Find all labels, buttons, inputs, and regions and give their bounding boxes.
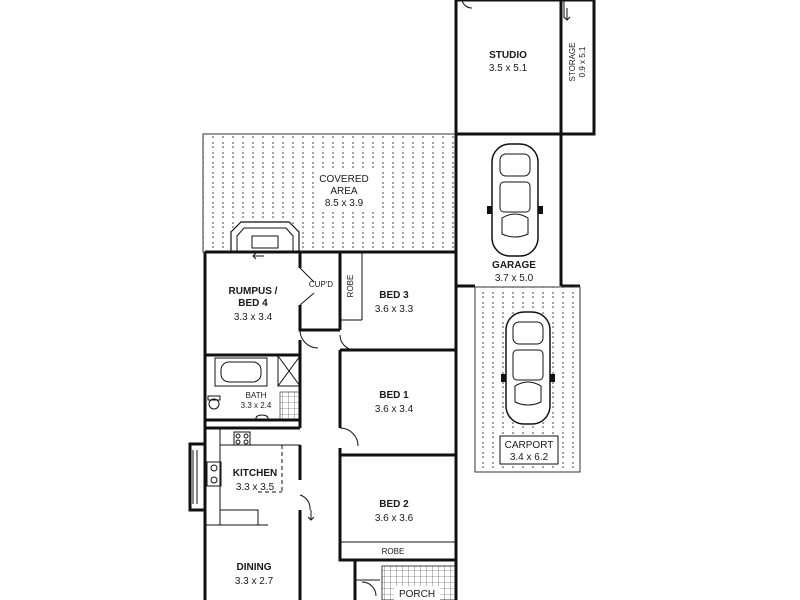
bed2-label: BED 2 [379,499,409,510]
rumpus-dims: 3.3 x 3.4 [234,312,273,323]
rumpus-label-1: RUMPUS / [229,286,278,297]
studio-door [461,0,473,9]
kitchen-label: KITCHEN [233,468,277,479]
cooktop-icon [233,431,251,446]
porch-block [353,560,457,600]
entry-arrow-icon [252,252,264,260]
bath-fixtures [205,355,301,422]
bed1-label: BED 1 [379,390,409,401]
carport-label: CARPORT [505,440,554,451]
covered-area-dims: 8.5 x 3.9 [325,198,364,209]
dining-dims: 3.3 x 2.7 [235,576,274,587]
kitchen-dims: 3.3 x 3.5 [236,482,275,493]
covered-area-label-1: COVERED [319,174,368,185]
storage-walls [559,0,596,136]
bath-label: BATH [246,391,267,400]
fireplace-hearth [251,235,279,249]
porch-label: PORCH [399,589,435,600]
covered-area-label-2: AREA [330,186,358,197]
rumpus-label-2: BED 4 [238,298,268,309]
bed3-dims: 3.6 x 3.3 [375,304,414,315]
basin-icon [255,414,269,422]
robe-bed2-label: ROBE [382,547,405,556]
carport-label-box [499,435,559,465]
storage-arrow-icon [563,8,571,21]
covered-area-label-bg [314,172,374,210]
bed3-label: BED 3 [379,290,409,301]
cupd-label: CUP'D [309,280,333,289]
house-walls [188,250,458,600]
garage-label: GARAGE [492,260,536,271]
studio-dims: 3.5 x 5.1 [489,63,528,74]
fireplace [230,221,300,252]
dining-label: DINING [237,562,272,573]
kitchen-arrow-icon [307,510,315,521]
hall-walls [205,334,456,562]
sink-icon [206,461,222,487]
bed1-dims: 3.6 x 3.4 [375,404,414,415]
bed2-dims: 3.6 x 3.6 [375,513,414,524]
studio-block [454,0,596,136]
porch-label-bg [394,586,440,600]
studio-label: STUDIO [489,50,527,61]
car-icon [501,311,555,425]
shower-icon [277,355,301,387]
storage-label: STORAGE [568,43,577,82]
bath-dims: 3.3 x 2.4 [241,401,272,410]
rumpus-walls [204,252,363,349]
bath-tiles [279,391,301,421]
storage-dims: 0.9 x 5.1 [578,46,587,77]
fireplace-inner [236,227,294,252]
toilet-icon [208,398,220,410]
garage-dims: 3.7 x 5.0 [495,273,534,284]
kitchen-block [205,426,311,600]
robe-bed3-label: ROBE [346,275,355,298]
bathtub-icon [214,357,268,387]
car-icon [487,143,543,257]
carport-dims: 3.4 x 6.2 [510,452,549,463]
